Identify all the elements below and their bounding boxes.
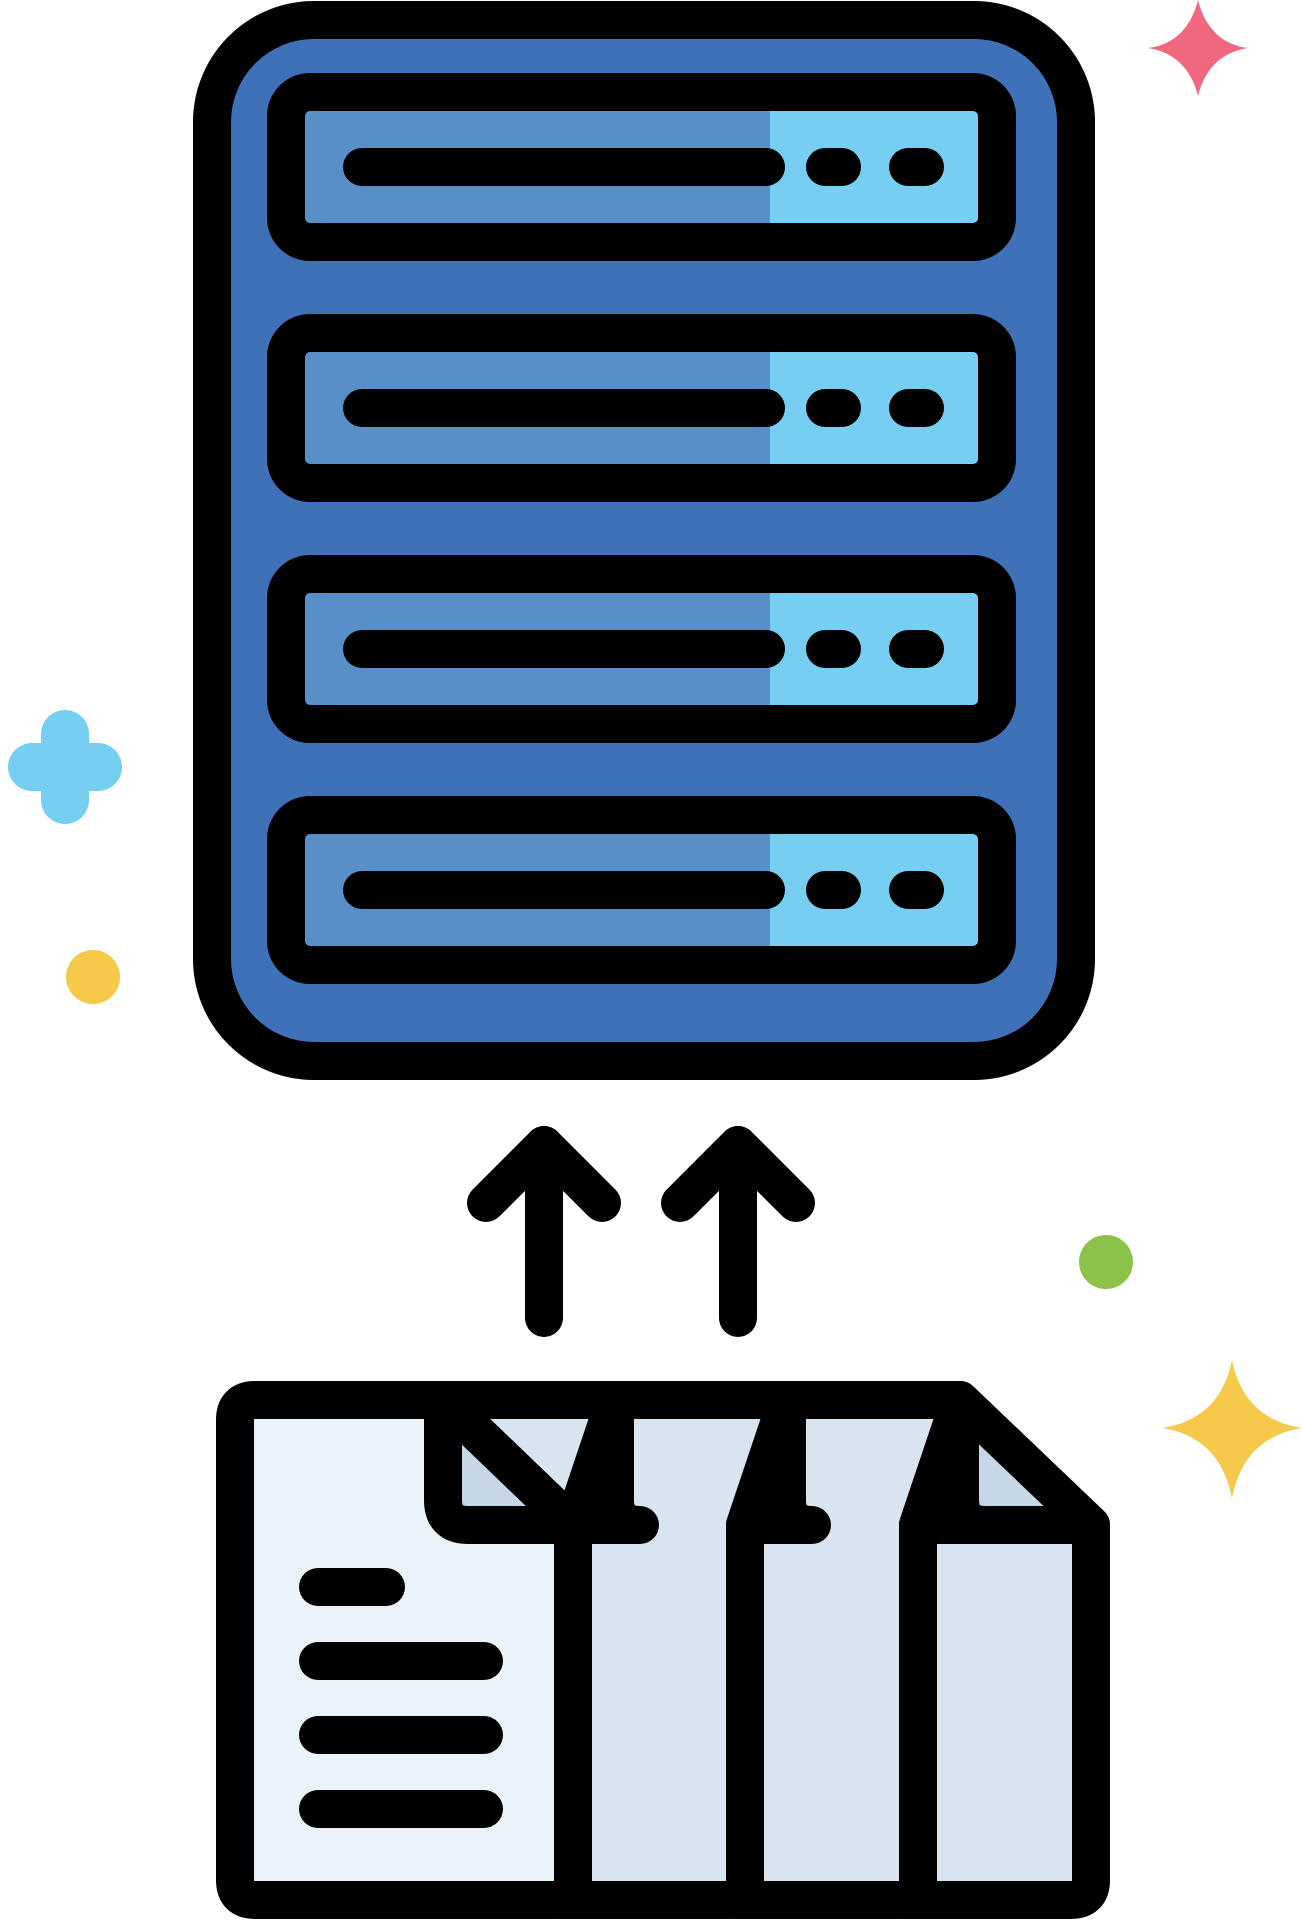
- page-fold-corner: [554, 1381, 659, 1544]
- server-unit: [267, 73, 1016, 261]
- upload-arrows: [467, 1126, 815, 1337]
- documents-icon: [216, 1381, 1110, 1919]
- page-fold-corner: [424, 1381, 592, 1544]
- page-fold-corner: [726, 1381, 831, 1544]
- page-fold-corner: [899, 1381, 1004, 1544]
- dot-icon: [1079, 1235, 1133, 1289]
- unit-status-area: [770, 574, 997, 724]
- server-unit: [267, 314, 1016, 502]
- unit-status-area: [770, 333, 997, 483]
- unit-status-area: [770, 815, 997, 965]
- unit-status-area: [770, 92, 997, 242]
- sparkle-icon: [1148, 0, 1248, 96]
- sparkle-icon: [1162, 1360, 1302, 1498]
- server-icon: [193, 1, 1095, 1080]
- upload-arrow-icon: [661, 1126, 815, 1337]
- decorations: [8, 0, 1302, 1498]
- server-unit: [267, 796, 1016, 984]
- dot-icon: [66, 950, 120, 1004]
- server-unit: [267, 555, 1016, 743]
- upload-arrow-icon: [467, 1126, 621, 1337]
- server-units: [267, 73, 1016, 984]
- plus-icon: [8, 710, 122, 824]
